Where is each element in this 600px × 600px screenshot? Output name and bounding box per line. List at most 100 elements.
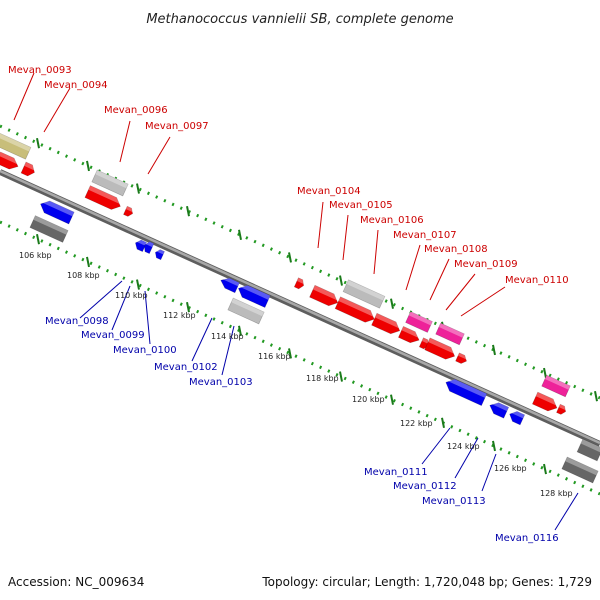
inner-tick — [441, 417, 445, 429]
gene-arrow — [227, 297, 265, 325]
outer-tick — [492, 344, 496, 356]
gene-arrow — [238, 285, 271, 308]
gene-arrow — [84, 185, 122, 210]
forward-leader-line — [147, 136, 171, 175]
kbp-label: 128 kbp — [540, 489, 573, 498]
kbp-label: 126 kbp — [494, 464, 527, 473]
outer-tick — [594, 390, 598, 402]
reverse-leader-line — [221, 325, 235, 376]
map-title: Methanococcus vannielii SB, complete gen… — [146, 12, 453, 27]
gene-arrow — [135, 239, 148, 253]
kbp-label: 122 kbp — [400, 419, 433, 428]
kbp-label: 108 kbp — [67, 271, 100, 280]
forward-gene-label: Mevan_0105 — [329, 200, 393, 211]
reverse-leader-line — [421, 427, 451, 465]
gene-arrow — [405, 311, 433, 333]
inner-tick — [492, 440, 496, 452]
forward-leader-line — [13, 72, 35, 121]
inner-tick — [339, 371, 343, 382]
outer-tick — [288, 252, 292, 263]
forward-gene-label: Mevan_0097 — [145, 121, 209, 132]
reverse-gene-label: Mevan_0100 — [113, 345, 177, 356]
inner-tick — [186, 302, 190, 313]
reverse-gene-label: Mevan_0098 — [45, 316, 109, 327]
kbp-label: 116 kbp — [258, 352, 291, 361]
kbp-label: 118 kbp — [306, 374, 339, 383]
reverse-leader-line — [481, 453, 497, 492]
inner-tick — [390, 394, 394, 405]
reverse-gene-label: Mevan_0102 — [154, 362, 218, 373]
gene-arrow — [293, 277, 305, 290]
forward-leader-line — [119, 120, 131, 163]
gene-arrow — [123, 205, 134, 217]
gene-arrow — [398, 326, 420, 344]
gene-arrow — [455, 352, 468, 364]
outer-tick — [86, 160, 90, 172]
gene-arrow — [29, 215, 69, 243]
kbp-label: 106 kbp — [19, 251, 52, 260]
outer-tick — [36, 138, 40, 149]
topology-text: Topology: circular; Length: 1,720,048 bp… — [261, 575, 592, 589]
inner-tick — [288, 348, 292, 359]
gene-arrow — [561, 456, 599, 484]
reverse-gene-label: Mevan_0112 — [393, 481, 457, 492]
gene-arrow — [541, 374, 571, 398]
inner-tick — [86, 256, 90, 268]
kbp-label: 124 kbp — [447, 442, 480, 451]
forward-leader-line — [405, 244, 421, 291]
gene-arrow — [371, 312, 401, 335]
gene-arrow — [489, 402, 510, 419]
forward-gene-label: Mevan_0110 — [505, 275, 569, 286]
reverse-leader-line — [111, 285, 131, 331]
reverse-leader-line — [554, 492, 579, 531]
outer-tick — [136, 183, 140, 194]
forward-gene-label: Mevan_0104 — [297, 186, 361, 197]
outer-tick — [339, 275, 343, 286]
gene-arrow — [91, 169, 129, 197]
kbp-label: 114 kbp — [211, 332, 244, 341]
gene-arrow — [334, 296, 376, 323]
forward-leader-line — [342, 214, 349, 261]
gene-arrow — [576, 438, 600, 462]
reverse-leader-line — [191, 317, 213, 362]
reverse-gene-label: Mevan_0099 — [81, 330, 145, 341]
reverse-gene-label: Mevan_0103 — [189, 377, 253, 388]
forward-gene-label: Mevan_0108 — [424, 244, 488, 255]
forward-leader-line — [445, 273, 476, 311]
forward-leader-line — [460, 286, 506, 317]
gene-arrow — [531, 391, 558, 412]
outer-tick — [186, 206, 190, 217]
inner-dotted-track — [0, 220, 600, 496]
outer-tick — [238, 229, 242, 240]
gene-arrow — [509, 411, 526, 426]
forward-leader-line — [43, 87, 71, 133]
gene-labels: Mevan_0093Mevan_0094Mevan_0096Mevan_0097… — [8, 65, 569, 544]
reverse-leader-line — [454, 437, 479, 479]
gene-arrow — [435, 322, 465, 346]
gene-arrow — [0, 130, 32, 160]
inner-tick — [36, 234, 40, 245]
kbp-label: 110 kbp — [115, 291, 148, 300]
forward-gene-label: Mevan_0094 — [44, 80, 108, 91]
forward-leader-line — [317, 201, 324, 249]
forward-gene-label: Mevan_0096 — [104, 105, 168, 116]
gene-arrow — [556, 403, 567, 415]
forward-leader-line — [373, 229, 379, 275]
kbp-labels: 106 kbp 108 kbp 110 kbp 112 kbp 114 kbp 116 k… — [19, 251, 573, 498]
forward-gene-label: Mevan_0106 — [360, 215, 424, 226]
accession-text: Accession: NC_009634 — [8, 575, 144, 589]
gene-arrow — [20, 161, 36, 177]
gene-arrow — [144, 241, 155, 255]
gene-arrow — [342, 279, 386, 309]
inner-tick — [136, 279, 140, 290]
gene-features — [0, 130, 600, 484]
gene-arrow — [424, 337, 456, 360]
outer-tick — [543, 367, 547, 379]
forward-gene-label: Mevan_0093 — [8, 65, 72, 76]
gene-arrow — [155, 249, 165, 261]
reverse-leader-line — [144, 290, 151, 345]
kbp-label: 112 kbp — [163, 311, 196, 320]
label-leader-lines — [13, 72, 579, 531]
tick-marks — [36, 138, 598, 475]
genome-backbone — [0, 169, 600, 447]
